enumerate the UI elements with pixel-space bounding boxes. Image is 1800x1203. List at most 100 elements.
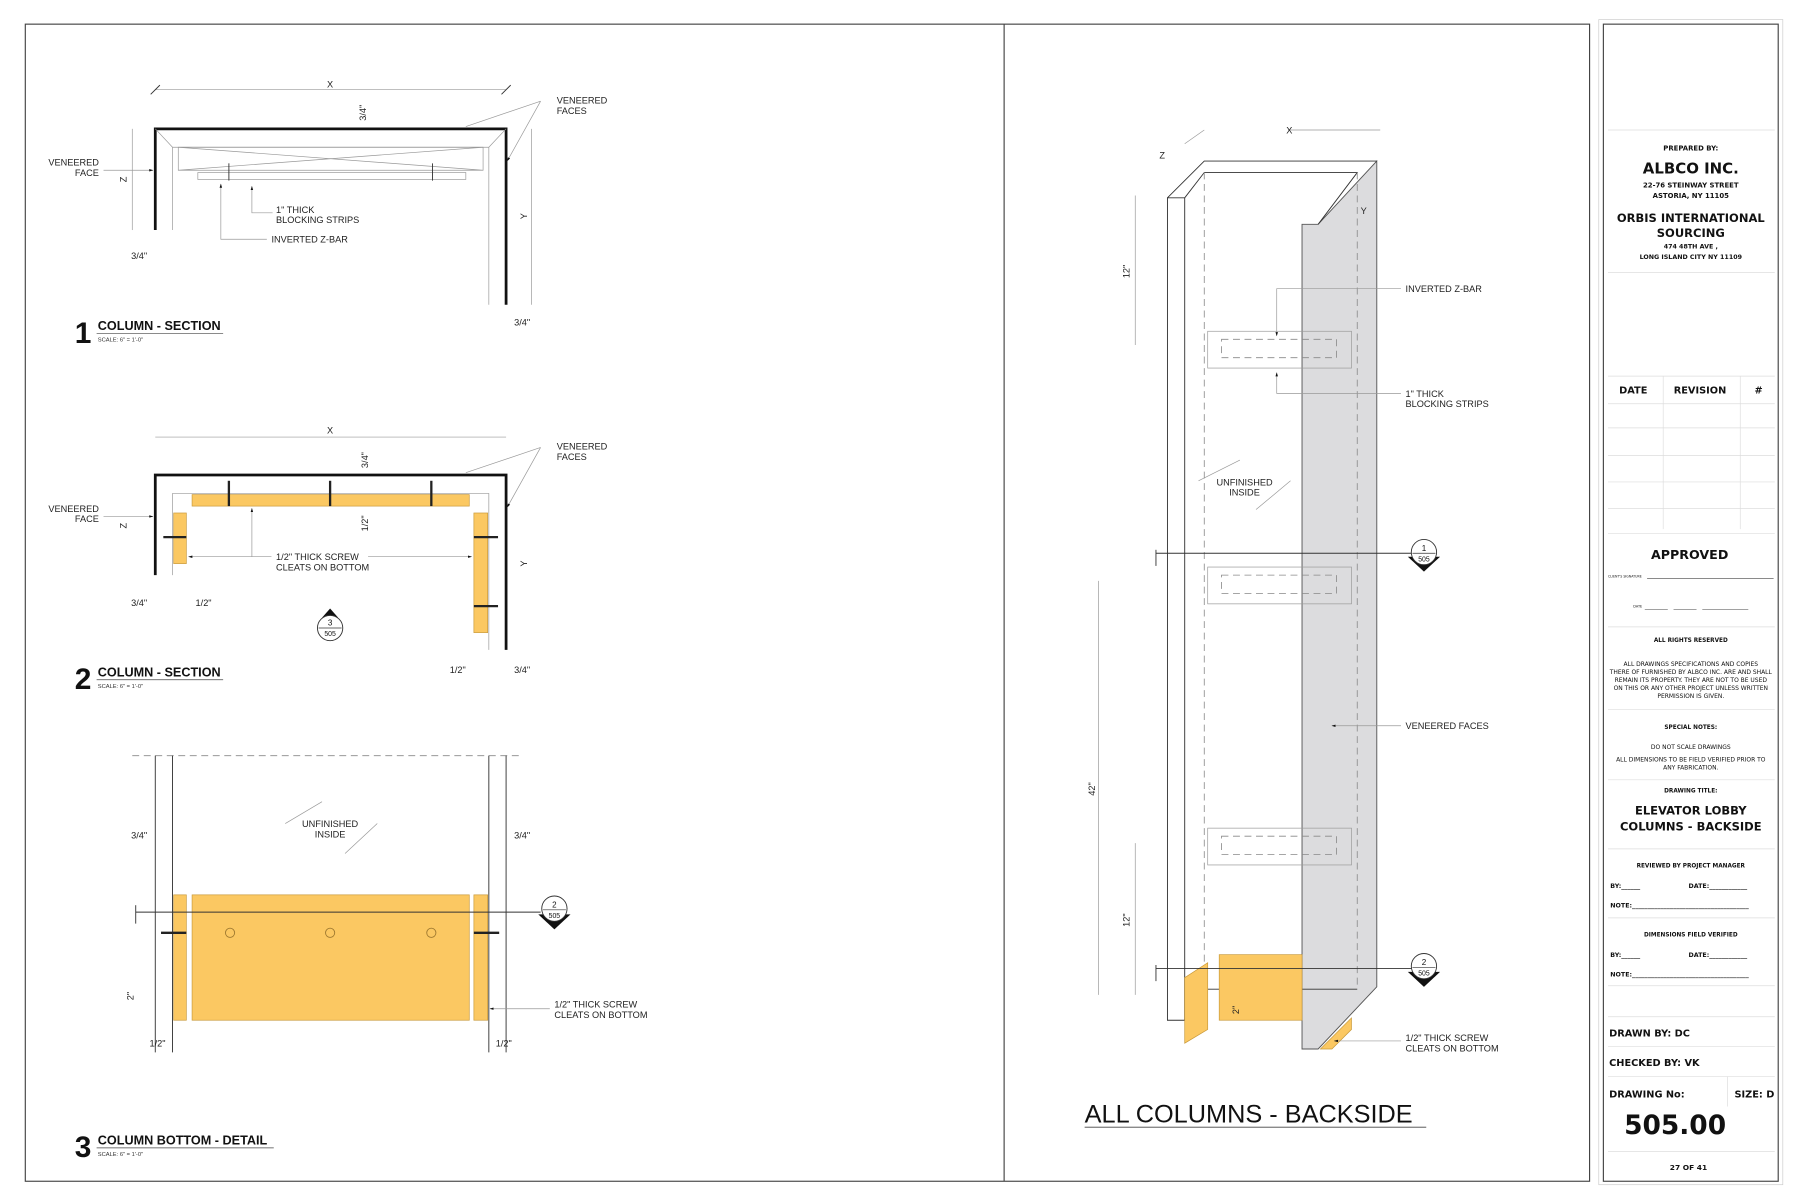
dim-x: X <box>327 79 333 89</box>
z-bar-bottom <box>1207 827 1352 866</box>
dim-z: Z <box>119 176 129 182</box>
marker-sheet: 505 <box>324 631 336 638</box>
dim-left: 3/4" <box>131 598 147 608</box>
section-marker-1[interactable]: 1 505 <box>1407 538 1441 572</box>
dim-12-bottom: 12" <box>1121 913 1131 926</box>
client-signature-label: CLIENT'S SIGNATURE <box>1608 574 1642 578</box>
cleat-right <box>1319 1017 1352 1050</box>
cleat-left <box>1184 962 1209 1044</box>
rev-header-revision: REVISION <box>1674 385 1727 396</box>
verified-label: DIMENSIONS FIELD VERIFIED <box>1644 932 1738 938</box>
rights-text: ALL DRAWINGS SPECIFICATIONS AND COPIES <box>1624 661 1759 668</box>
marker-sheet: 505 <box>549 913 561 920</box>
titleblock-outer <box>1598 19 1784 1186</box>
label-veneered-faces: VENEERED FACES <box>1406 721 1489 731</box>
label-unfinished-2: INSIDE <box>315 829 346 839</box>
detail-title: COLUMN - SECTION <box>98 319 221 333</box>
dim-bottom-left: 1/2" <box>150 1039 166 1049</box>
dim-bottom-right: 1/2" <box>496 1039 512 1049</box>
veneered-face <box>1301 159 1378 1050</box>
dim-height: 2" <box>125 992 135 1000</box>
dim-x: X <box>1286 125 1292 135</box>
label-cleats: 1/2" THICK SCREW <box>554 1000 637 1010</box>
dim-y: Y <box>519 561 529 567</box>
approved-date-label: DATE <box>1633 604 1642 608</box>
label-veneered-faces: VENEERED <box>557 96 608 106</box>
dim-mid: 1/2" <box>360 515 370 531</box>
section-marker-3[interactable]: 3 505 <box>316 608 344 642</box>
rights-title: ALL RIGHTS RESERVED <box>1654 638 1728 644</box>
dim-z: Z <box>119 522 129 528</box>
label-veneered-faces-2: FACES <box>557 106 587 116</box>
sheet-count: 27 OF 41 <box>1670 1163 1707 1172</box>
z-bar-middle <box>1207 566 1352 605</box>
company-address: 22-76 STEINWAY STREET <box>1643 181 1739 189</box>
label-veneered-faces: VENEERED <box>557 442 608 452</box>
label-veneered-face: VENEERED <box>48 158 99 168</box>
sheet-size: SIZE: D <box>1735 1089 1775 1100</box>
dim-right: 3/4" <box>514 830 530 840</box>
dim-2: 2" <box>1231 1006 1241 1014</box>
dim-right2: 1/2" <box>450 665 466 675</box>
drawing-title: ELEVATOR LOBBY <box>1635 803 1747 817</box>
drawing-title-2: COLUMNS - BACKSIDE <box>1620 819 1762 833</box>
dim-left2: 1/2" <box>196 598 212 608</box>
company-name: ALBCO INC. <box>1643 160 1739 178</box>
verified-date-field[interactable]: DATE:____________ <box>1688 952 1747 959</box>
verified-note-field[interactable]: NOTE:___________________________________… <box>1610 972 1749 979</box>
marker-sheet: 505 <box>1418 556 1430 563</box>
rights-text: REMAIN ITS PROPERTY. THEY ARE NOT TO BE … <box>1615 677 1768 684</box>
reviewed-label: REVIEWED BY PROJECT MANAGER <box>1637 863 1746 869</box>
label-cleats-2: CLEATS ON BOTTOM <box>276 562 369 572</box>
label-cleats-2: CLEATS ON BOTTOM <box>1406 1043 1499 1053</box>
company-address-2: ASTORIA, NY 11105 <box>1653 192 1730 200</box>
dim-12-top: 12" <box>1121 265 1131 278</box>
client-address-2: LONG ISLAND CITY NY 11109 <box>1640 254 1742 261</box>
detail-title: COLUMN - SECTION <box>98 665 221 679</box>
prepared-by-label: PREPARED BY: <box>1663 145 1718 153</box>
dim-y: Y <box>519 213 529 219</box>
label-unfinished: UNFINISHED <box>302 819 359 829</box>
reviewed-note-field[interactable]: NOTE:___________________________________… <box>1610 903 1749 910</box>
rights-text: ON THIS OR ANY OTHER PROJECT UNLESS WRIT… <box>1614 685 1768 692</box>
title-block: PREPARED BY: ALBCO INC. 22-76 STEINWAY S… <box>1607 129 1775 1172</box>
rights-text: PERMISSION IS GIVEN. <box>1657 693 1724 700</box>
drawing-title-label: DRAWING TITLE: <box>1664 788 1717 794</box>
client-name: ORBIS INTERNATIONAL <box>1617 211 1765 225</box>
cleat-right <box>473 894 489 1021</box>
section-marker-2[interactable]: 2 505 <box>538 895 571 930</box>
label-veneered-faces-2: FACES <box>557 452 587 462</box>
titleblock-border <box>1602 23 1779 1182</box>
detail-1-column-section: X Z Y 3/4" 3/4" 3/4" VENEERED FACES VENE… <box>48 79 607 349</box>
dim-top: 3/4" <box>360 452 370 468</box>
marker-num: 3 <box>328 619 333 628</box>
cleat-left <box>173 894 187 1021</box>
reviewed-date-field[interactable]: DATE:____________ <box>1688 883 1747 890</box>
section-marker-2[interactable]: 2 505 <box>1407 953 1441 987</box>
label-veneered-face-2: FACE <box>75 168 99 178</box>
reviewed-by-field[interactable]: BY:______ <box>1610 883 1641 890</box>
label-unfinished: UNFINISHED <box>1216 477 1273 487</box>
label-cleats: 1/2" THICK SCREW <box>276 552 359 562</box>
special-note: ANY FABRICATION. <box>1663 764 1718 771</box>
drawing-number: 505.00 <box>1624 1110 1726 1141</box>
checked-by: CHECKED BY: VK <box>1609 1058 1700 1069</box>
label-blocking: 1" THICK <box>276 205 315 215</box>
dim-42: 42" <box>1087 782 1097 795</box>
label-zbar: INVERTED Z-BAR <box>1406 284 1483 294</box>
marker-num: 1 <box>1422 544 1427 553</box>
dim-top: 3/4" <box>358 105 368 121</box>
rev-header-number: # <box>1755 385 1763 396</box>
detail-3-column-bottom: 2 505 3/4" 3/4" 2" 1/2" 1/2" UNFINISHED … <box>75 755 647 1164</box>
dim-right: 3/4" <box>514 318 530 328</box>
approved-label: APPROVED <box>1651 547 1728 562</box>
dim-left: 3/4" <box>131 251 147 261</box>
rev-header-date: DATE <box>1619 385 1647 396</box>
detail-number: 1 <box>75 317 92 350</box>
dim-z: Z <box>1159 151 1165 161</box>
iso-view-column-backside: X Z Y 12" 42" 12" 2" INVERTED Z-BAR 1" T… <box>1085 125 1499 1128</box>
special-note: DO NOT SCALE DRAWINGS <box>1651 744 1731 751</box>
marker-num: 2 <box>552 901 557 910</box>
marker-sheet: 505 <box>1418 970 1430 977</box>
verified-by-field[interactable]: BY:______ <box>1610 952 1641 959</box>
